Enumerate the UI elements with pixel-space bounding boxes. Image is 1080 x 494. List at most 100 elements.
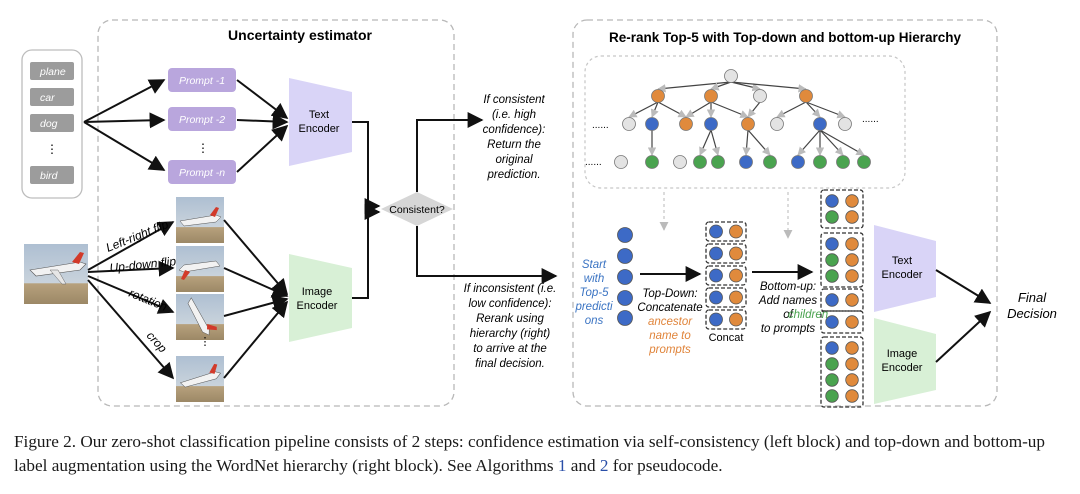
caption-text-1: Figure 2. Our zero-shot classification p… [14,432,1045,475]
image-encoder-left-label-2: Encoder [297,300,338,312]
concat-ancestor-node [729,246,743,261]
augmented-airplane-image [176,356,224,402]
top5-prediction-node [617,310,633,326]
hierarchy-node [704,89,718,103]
prompt-box [168,160,236,184]
algorithm-2-link[interactable]: 2 [599,456,609,475]
concat-label: Concat [709,332,744,344]
hierarchy-node [813,117,827,131]
bottomup-class-node [825,293,839,307]
topdown-colored-line: ancestor [648,316,693,328]
bottomup-ancestor-node [845,373,859,387]
bottomup-ancestor-node [845,194,859,208]
text-encoder-left-label-1: Text [309,109,329,121]
final-decision-2: Decision [1007,306,1057,321]
rerank-panel [572,19,998,407]
hierarchy-node [838,117,852,131]
hierarchy-node [651,89,665,103]
consistent-note-line: (i.e. high [492,109,536,121]
tree-ellipsis-upper: ...... [592,120,609,131]
hierarchy-node [724,69,738,83]
consistent-note-line: original [495,154,533,166]
text-encoder-right-label-2: Encoder [882,269,923,281]
bottomup-group-box [820,310,864,334]
concat-pair-box [705,221,747,242]
bottomup-class-node [825,315,839,329]
hierarchy-node [753,89,767,103]
class-label-text: dog [40,118,58,130]
topdown-note-line: Top-Down: [642,288,697,300]
consistent-note-line: confidence): [483,124,546,136]
consistent-note-line: If consistent [483,94,545,106]
hierarchy-node [799,89,813,103]
inconsistent-note-line: to arrive at the [473,343,547,355]
hierarchy-node [791,155,805,169]
image-encoder-left [289,254,352,342]
inconsistent-note-line: hierarchy (right) [470,328,551,340]
concat-ancestor-node [729,312,743,327]
hierarchy-node [813,155,827,169]
concat-ancestor-node [729,268,743,283]
topdown-note-line: Concatenate [637,302,702,314]
hierarchy-node [763,155,777,169]
concat-pair-box [705,243,747,264]
uncertainty-estimator-title: Uncertainty estimator [228,27,372,43]
image-encoder-right [874,318,936,404]
hierarchy-node [622,117,636,131]
prompt-box [168,68,236,92]
hierarchy-node [645,117,659,131]
inconsistent-note-line: Rerank using [476,313,544,325]
hierarchy-node [645,155,659,169]
caption-text-2: and [566,456,600,475]
prompt-label: Prompt -2 [179,114,225,126]
augmented-airplane-image [176,246,224,292]
hierarchy-node [673,155,687,169]
start-note-line: Start [582,259,607,271]
aug-label-crop: crop [144,329,170,356]
hierarchy-node [741,117,755,131]
aug-label-up-down-flip: Up-down flip [109,254,177,275]
uncertainty-estimator-panel [97,19,455,407]
concat-class-node [709,290,723,305]
text-encoder-left [289,78,352,166]
text-encoder-right [874,225,936,312]
bottomup-child-node [825,389,839,403]
inconsistent-note-line: final decision. [475,358,545,370]
bottomup-child-node [825,210,839,224]
algorithm-1-link[interactable]: 1 [557,456,567,475]
consistent-note-line: prediction. [486,169,540,181]
hierarchy-node [711,155,725,169]
top5-prediction-node [617,269,633,285]
hierarchy-node [739,155,753,169]
bottomup-ancestor-node [845,389,859,403]
hierarchy-node [614,155,628,169]
topdown-colored-line: prompts [648,344,691,356]
image-encoder-left-label-1: Image [302,286,333,298]
bottomup-ancestor-node [845,210,859,224]
final-decision-1: Final [1018,290,1047,305]
inconsistent-note-line: If inconsistent (i.e. [464,283,557,295]
bottomup-group-box [820,232,864,288]
concat-class-node [709,312,723,327]
class-label-box [30,166,74,184]
class-label-text: plane [39,66,66,78]
hierarchy-node [836,155,850,169]
hierarchy-node [679,117,693,131]
start-note-line: Top-5 [580,287,610,299]
concat-class-node [709,268,723,283]
hierarchy-node [857,155,871,169]
consistency-decision-label: Consistent? [389,204,445,216]
bottomup-ancestor-node [845,293,859,307]
class-label-box [30,114,74,132]
bottomup-child-node [825,373,839,387]
top5-prediction-node [617,290,633,306]
bottomup-child-node [825,253,839,267]
rerank-title: Re-rank Top-5 with Top-down and bottom-u… [609,30,961,45]
aug-label-left-right-flip: Left-right flip [104,217,171,255]
consistent-note-line: Return the [487,139,541,151]
hierarchy-panel [584,55,906,189]
aug-label-rotation: rotation [127,286,170,314]
prompt-label: Prompt -1 [179,75,225,87]
bottomup-ancestor-node [845,315,859,329]
